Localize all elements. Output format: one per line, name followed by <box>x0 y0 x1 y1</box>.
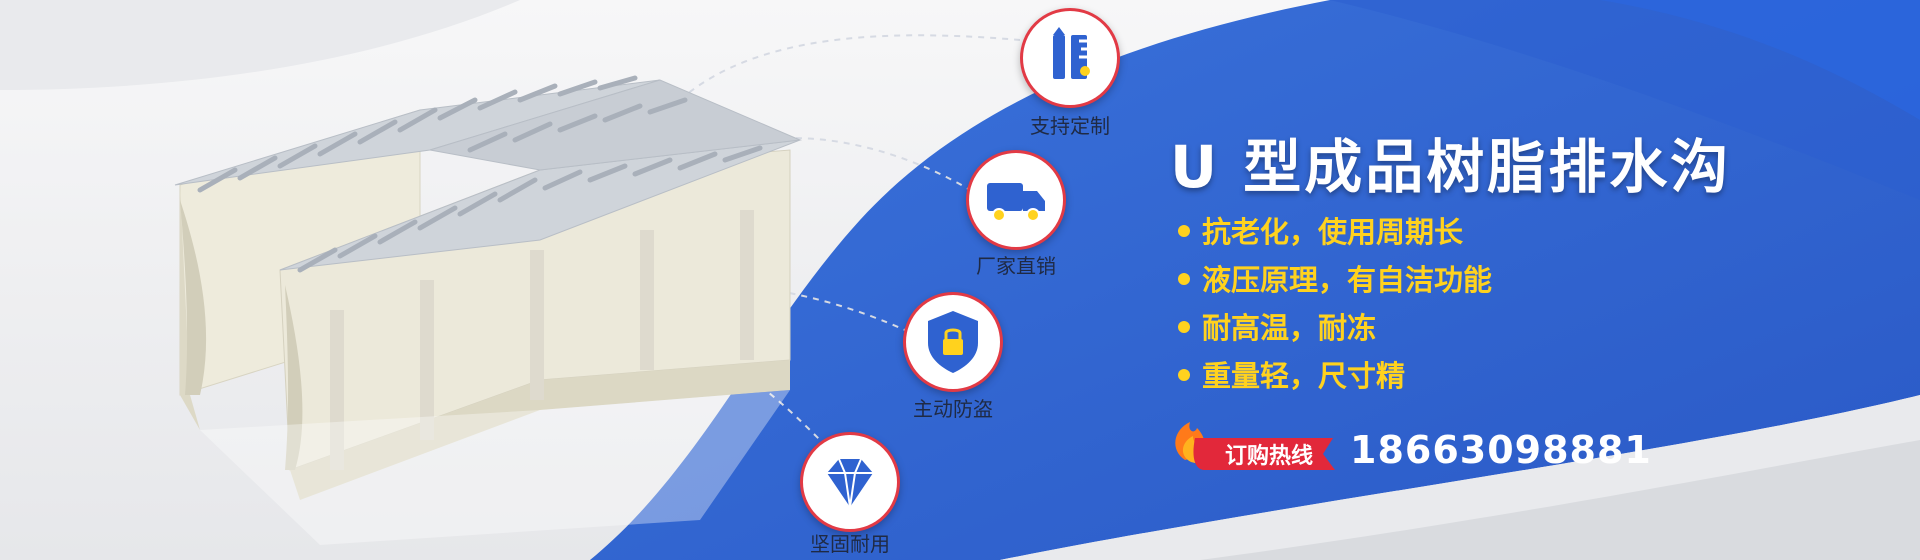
bullet-dot <box>1178 321 1190 333</box>
badge-durable <box>800 432 900 532</box>
badge-direct-sale <box>966 150 1066 250</box>
bullet-dot <box>1178 369 1190 381</box>
feature-item: 耐高温，耐冻 <box>1178 304 1492 352</box>
truck-icon <box>987 183 1045 222</box>
badge-anti-theft <box>903 292 1003 392</box>
drainage-channel-illustration <box>174 75 802 545</box>
flame-icon <box>1175 422 1335 470</box>
feature-item: 重量轻，尺寸精 <box>1178 352 1492 400</box>
banner-title: U 型成品树脂排水沟 <box>1170 133 1732 201</box>
hotline-phone[interactable]: 18663098881 <box>1350 428 1652 472</box>
feature-item: 液压原理，有自洁功能 <box>1178 256 1492 304</box>
feature-item: 抗老化，使用周期长 <box>1178 208 1492 256</box>
feature-list: 抗老化，使用周期长 液压原理，有自洁功能 耐高温，耐冻 重量轻，尺寸精 <box>1178 208 1492 400</box>
ruler-icon <box>1053 27 1090 79</box>
badge-label-anti-theft: 主动防盗 <box>913 397 993 421</box>
diamond-icon <box>827 458 873 508</box>
hotline-label: 订购热线 <box>1225 444 1314 469</box>
bullet-dot <box>1178 225 1190 237</box>
badge-label-custom: 支持定制 <box>1030 114 1110 138</box>
badge-label-durable: 坚固耐用 <box>810 532 890 556</box>
shield-lock-icon <box>928 311 978 373</box>
badge-custom <box>1020 8 1120 108</box>
badge-label-direct-sale: 厂家直销 <box>976 254 1056 278</box>
bullet-dot <box>1178 273 1190 285</box>
